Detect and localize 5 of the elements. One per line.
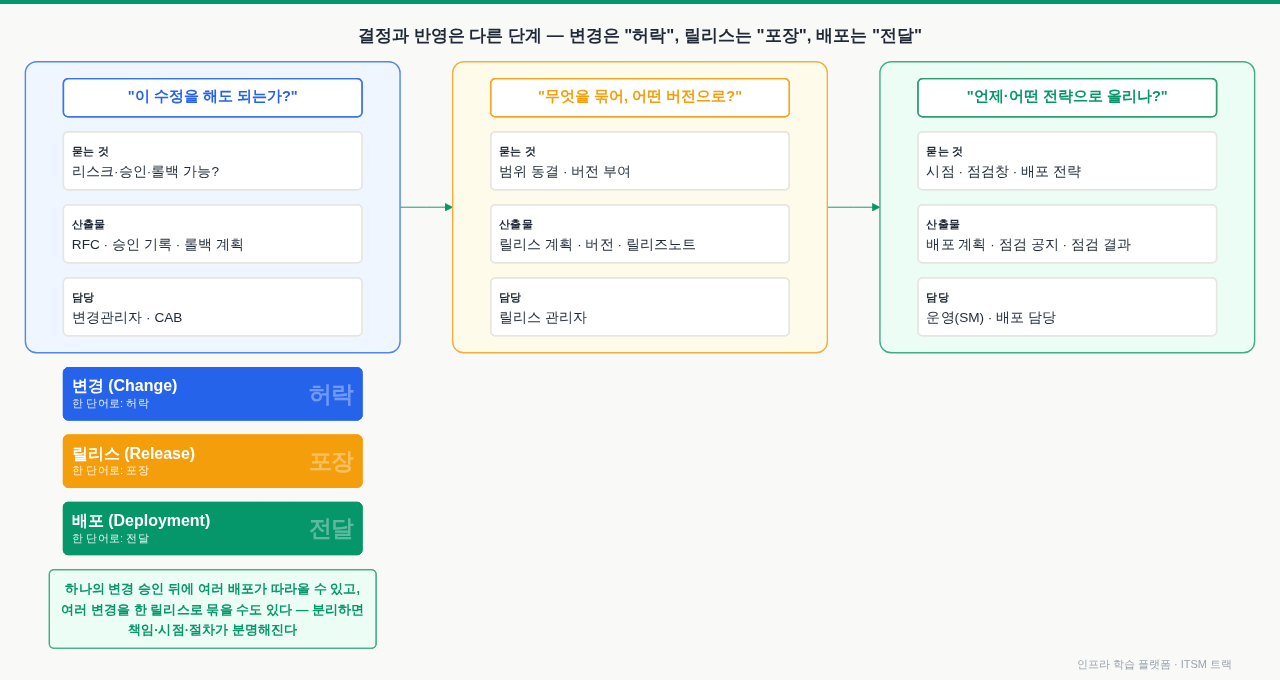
cluster	[451, 61, 829, 354]
footer-note: 인프라 학습 플랫폼 · ITSM 트랙	[1076, 657, 1232, 672]
diagram-title: 결정과 반영은 다른 단계 — 변경은 "허락", 릴리스는 "포장", 배포는 "전달"	[357, 25, 922, 47]
cluster	[879, 61, 1256, 354]
cluster	[24, 61, 401, 354]
